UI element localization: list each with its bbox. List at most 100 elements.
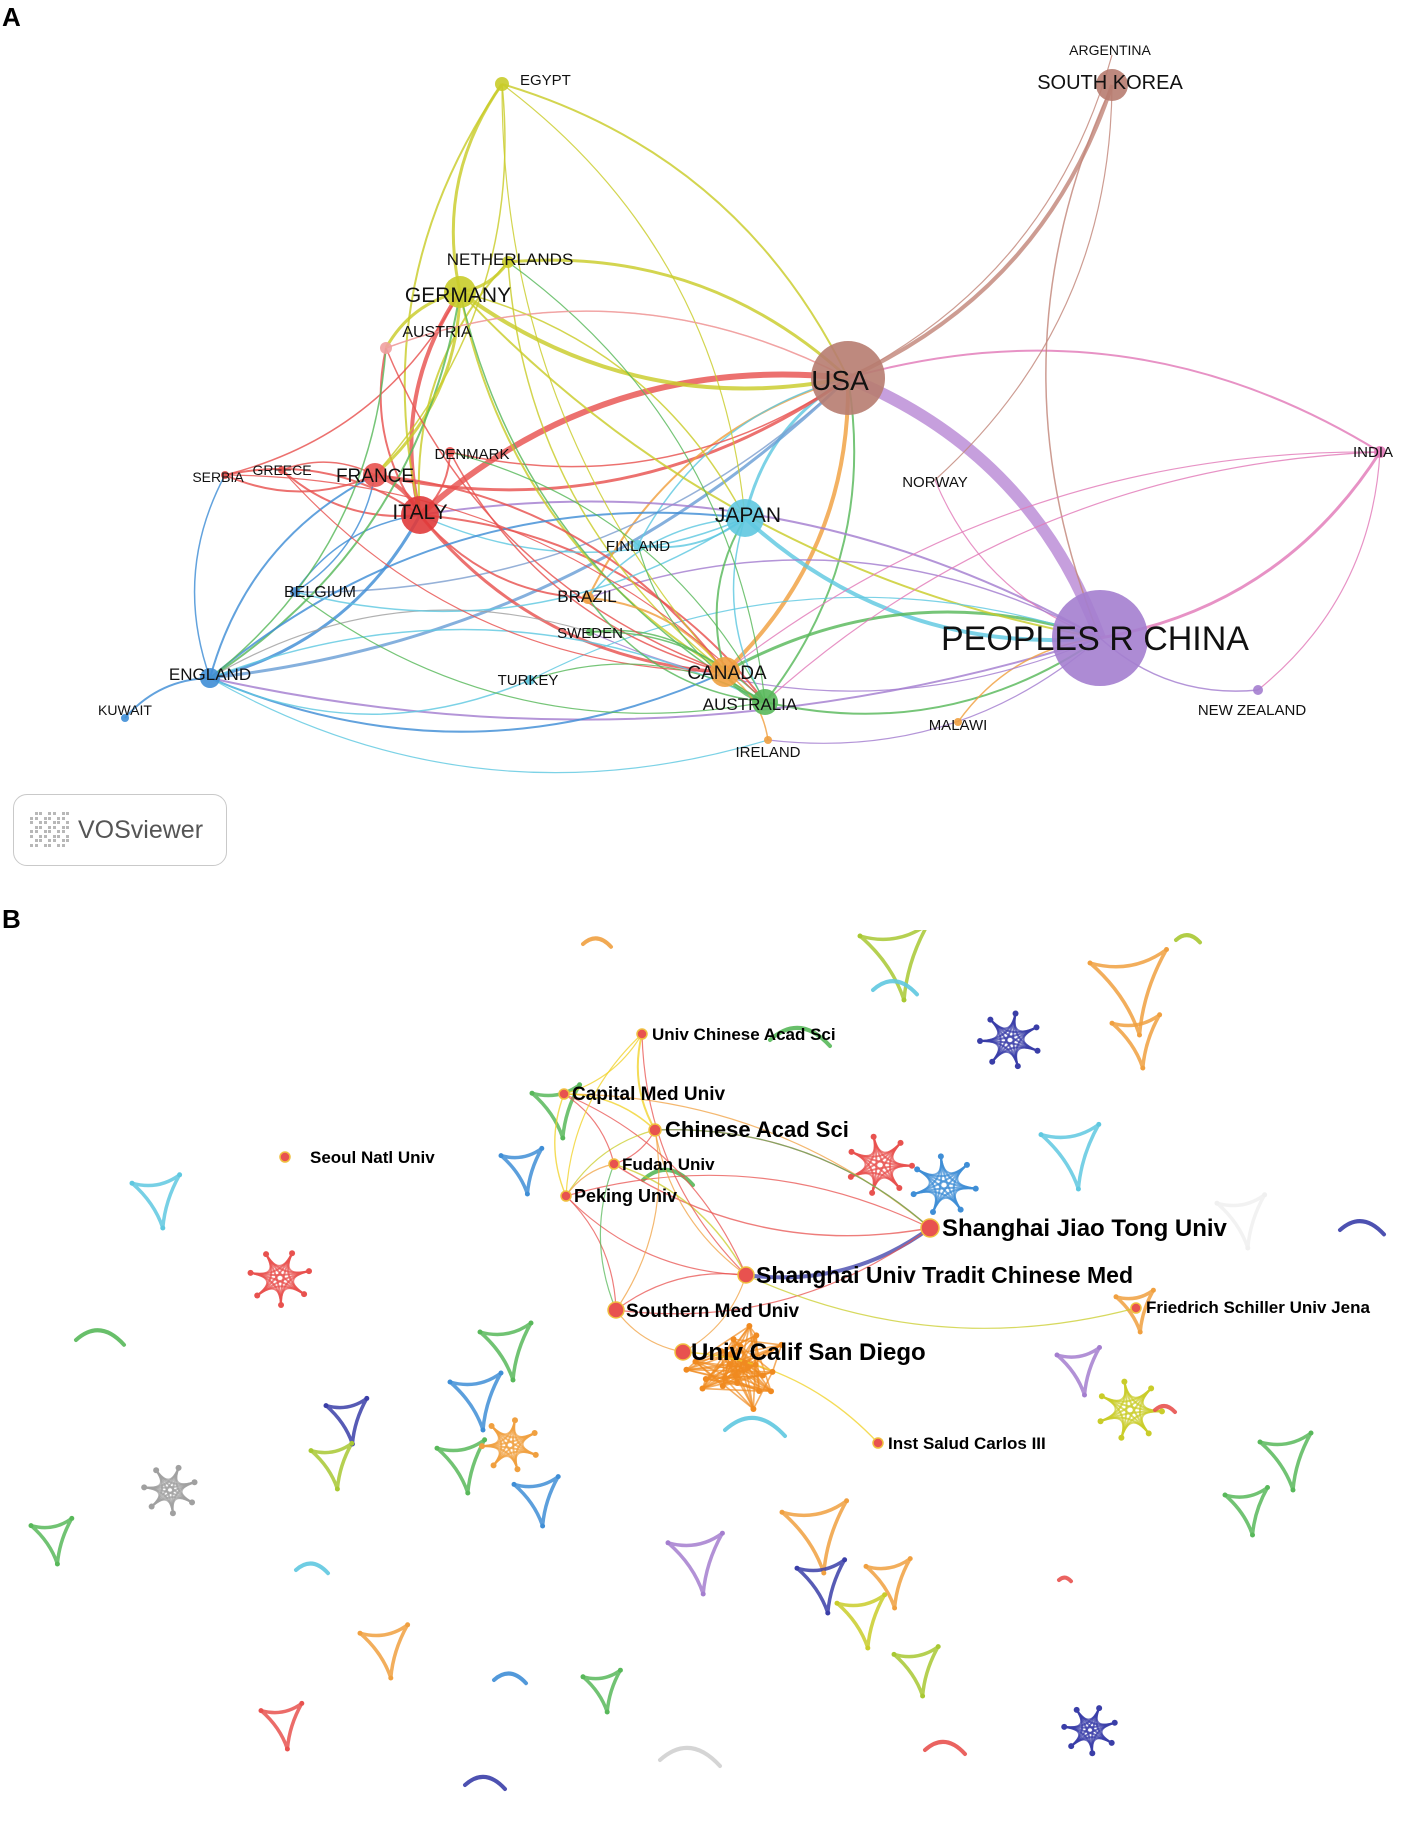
country-node-ireland[interactable] [764, 736, 772, 744]
country-link [419, 514, 589, 599]
country-node-india[interactable] [1374, 446, 1386, 458]
cluster-triangle [1110, 1013, 1162, 1070]
vosviewer-logo-dot [34, 812, 38, 815]
institution-node-sjtu[interactable] [920, 1218, 940, 1238]
cluster-arc [658, 1745, 722, 1768]
cluster-node [447, 1379, 453, 1385]
cluster-node [555, 1474, 561, 1480]
institution-node-seoul[interactable] [279, 1151, 291, 1163]
cluster-node [524, 1191, 530, 1197]
cluster-node [1164, 947, 1169, 952]
cluster-node [1034, 1047, 1041, 1054]
country-node-england[interactable] [200, 668, 220, 688]
institution-node-fudan[interactable] [608, 1158, 620, 1170]
vosviewer-logo-dot [43, 830, 47, 833]
country-link [587, 597, 766, 703]
country-node-southkorea[interactable] [1096, 69, 1128, 101]
cluster-triangle [1223, 1485, 1270, 1537]
cluster-node [930, 1209, 937, 1216]
institution-node-cas[interactable] [648, 1123, 662, 1137]
cluster-node [490, 1462, 497, 1469]
vosviewer-logo-dot [48, 812, 51, 815]
cluster-node [719, 1530, 725, 1536]
vosviewer-logo-dot [66, 825, 69, 829]
vosviewer-logo-dot [52, 839, 56, 842]
ucsd-cluster-node [746, 1323, 753, 1330]
cluster-node [160, 1225, 166, 1231]
country-node-france[interactable] [363, 463, 387, 487]
country-node-greece[interactable] [278, 466, 286, 474]
institution-node-peking[interactable] [560, 1190, 572, 1202]
cluster-node [920, 1693, 926, 1699]
country-node-kuwait[interactable] [121, 714, 129, 722]
institution-node-sutcm[interactable] [737, 1266, 755, 1284]
vosviewer-logo-dot [61, 839, 65, 842]
institution-node-ucsd[interactable] [674, 1343, 692, 1361]
cluster-node [865, 1645, 871, 1651]
country-node-canada[interactable] [710, 657, 740, 687]
cluster-node [1262, 1192, 1268, 1198]
country-label-sweden: SWEDEN [557, 625, 623, 642]
country-node-china[interactable] [1052, 590, 1148, 686]
vosviewer-logo-dot [34, 839, 38, 842]
cluster-node [1222, 1492, 1228, 1498]
country-link [209, 628, 766, 703]
institution-node-jena[interactable] [1130, 1302, 1142, 1314]
cluster-node [577, 1082, 583, 1088]
institution-link [599, 1163, 617, 1311]
country-label-argentina: ARGENTINA [1069, 42, 1151, 58]
institution-link [745, 1274, 1137, 1329]
ucsd-cluster-link [748, 1325, 772, 1392]
country-node-belgium[interactable] [290, 587, 300, 597]
ucsd-cluster-link [771, 1344, 783, 1373]
cluster-mesh-link [891, 1142, 913, 1167]
country-node-germany[interactable] [444, 276, 476, 308]
cluster-node [1108, 1739, 1115, 1746]
country-node-denmark[interactable] [445, 447, 455, 457]
ucsd-cluster-node [719, 1382, 726, 1389]
country-node-turkey[interactable] [525, 675, 535, 685]
institution-node-smu[interactable] [607, 1301, 625, 1319]
cluster-arc [641, 1168, 695, 1187]
vosviewer-logo-dot [61, 830, 65, 833]
vosviewer-logo-dot [43, 834, 47, 838]
ucsd-cluster-node [726, 1351, 733, 1358]
country-link [209, 474, 376, 679]
institution-node-ucas[interactable] [636, 1028, 648, 1040]
country-node-netherlands[interactable] [502, 256, 514, 268]
ucsd-cluster-node [730, 1336, 737, 1343]
vosviewer-logo-dot [48, 816, 51, 820]
country-node-finland[interactable] [633, 540, 643, 550]
institution-node-cmu[interactable] [558, 1088, 570, 1100]
ucsd-cluster-node [768, 1388, 775, 1395]
country-node-austria[interactable] [380, 342, 392, 354]
country-node-australia[interactable] [752, 689, 778, 715]
cluster-triangle [858, 930, 927, 1002]
country-node-newzealand[interactable] [1253, 685, 1263, 695]
institution-node-iscIII[interactable] [872, 1437, 884, 1449]
vosviewer-logo-dot [34, 843, 38, 847]
country-link [847, 349, 1381, 453]
country-node-japan[interactable] [726, 499, 764, 537]
cluster-node [1054, 1352, 1060, 1358]
cluster-triangle [1215, 1193, 1267, 1250]
ucsd-cluster-link [752, 1371, 774, 1410]
cluster-node [299, 1700, 305, 1706]
country-link [529, 663, 766, 703]
institution-link [563, 1033, 643, 1095]
ucsd-cluster-link [701, 1363, 731, 1390]
cluster-node [28, 1523, 34, 1529]
country-node-sweden[interactable] [586, 628, 594, 636]
country-node-brazil[interactable] [582, 592, 594, 604]
country-node-serbia[interactable] [221, 471, 229, 479]
country-node-egypt[interactable] [495, 77, 509, 91]
country-link [209, 514, 422, 680]
cluster-arc [74, 1328, 126, 1347]
country-node-italy[interactable] [401, 496, 439, 534]
cluster-node [1014, 1063, 1021, 1070]
country-node-usa[interactable] [811, 341, 885, 415]
cluster-node [1265, 1485, 1270, 1490]
country-link [458, 290, 849, 391]
country-node-malawi[interactable] [954, 718, 962, 726]
